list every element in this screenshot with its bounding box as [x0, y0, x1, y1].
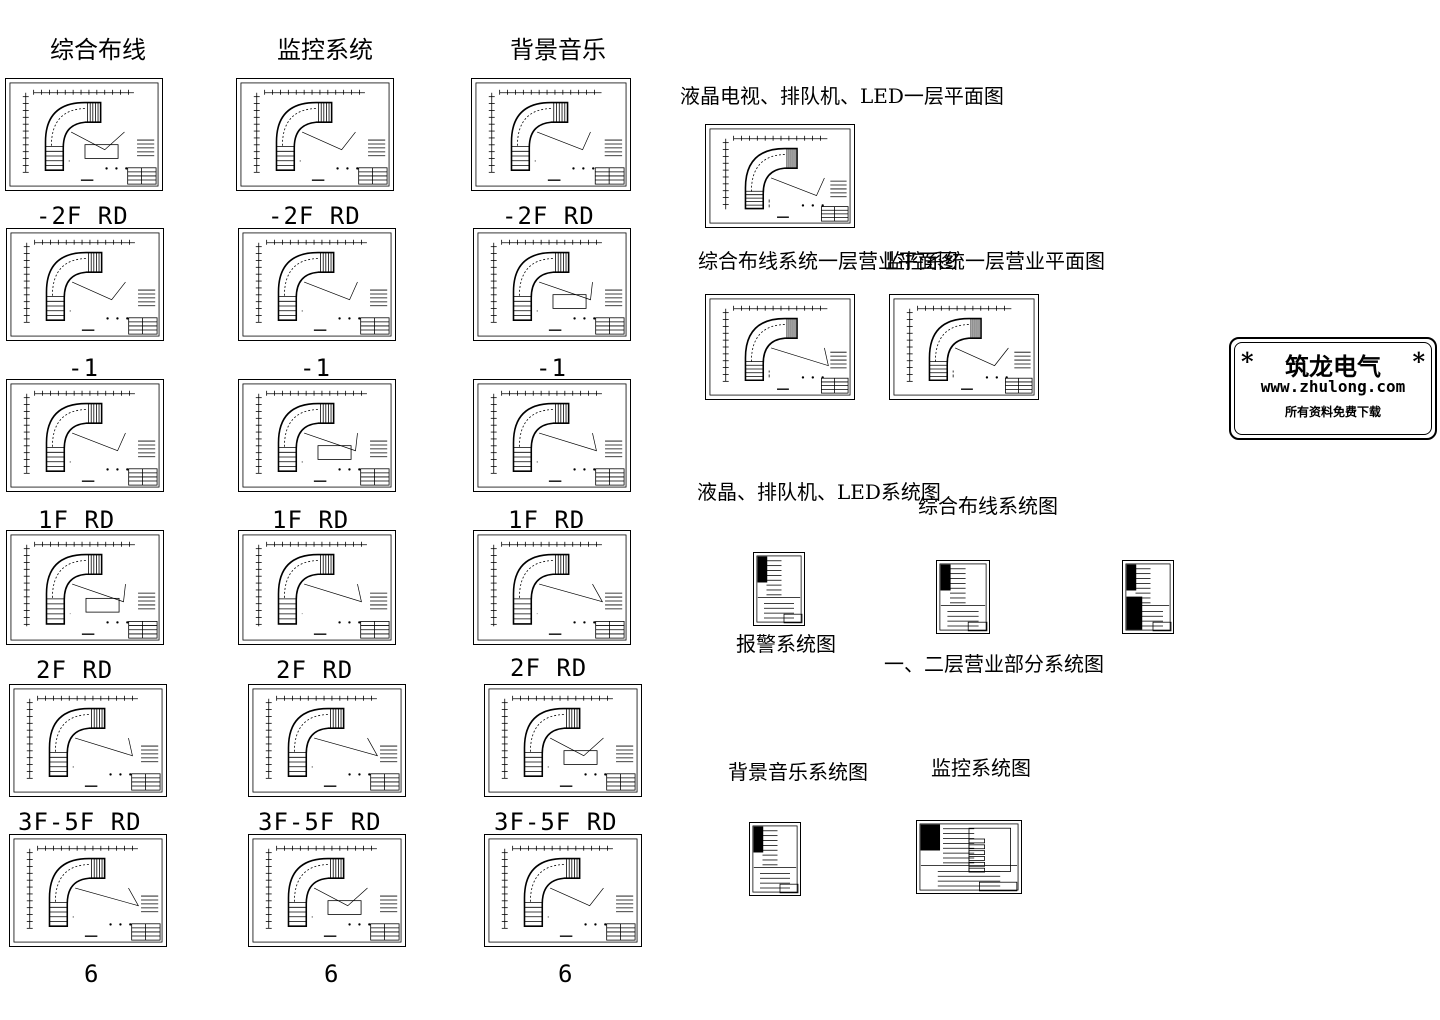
floor-plan-sheet	[471, 78, 631, 191]
floor-plan-sheet	[705, 294, 855, 400]
floor-plan-sheet	[248, 834, 406, 947]
floor-plan-sheet	[473, 530, 631, 645]
col2-floor-label: 1F RD	[272, 506, 350, 534]
col3-floor-label: 2F RD	[510, 654, 588, 682]
col1-header: 综合布线	[50, 36, 146, 64]
col3-floor-label: 1F RD	[508, 506, 586, 534]
zhulong-watermark-stamp: * 筑龙电气 * www.zhulong.com 所有资料免费下载	[1229, 337, 1437, 440]
floor-plan-sheet	[238, 530, 396, 645]
col2-floor-label: 2F RD	[276, 656, 354, 684]
floor-plan-sheet	[238, 228, 396, 341]
col3-count: 6	[558, 960, 574, 988]
floor-plan-sheet	[248, 684, 406, 797]
floor-plan-sheet	[473, 228, 631, 341]
stamp-title-row: * 筑龙电气 *	[1231, 347, 1435, 382]
floor-plan-sheet	[5, 78, 163, 191]
col1-floor-label: 1F RD	[38, 506, 116, 534]
monitor-plan-label: 监控系统一层营业平面图	[885, 249, 1105, 273]
col2-floor-label: -2F RD	[268, 202, 361, 230]
system-diagram-sheet	[936, 560, 990, 634]
music-system-label: 背景音乐系统图	[728, 760, 868, 784]
floor-plan-sheet	[484, 834, 642, 947]
col3-header: 背景音乐	[510, 36, 606, 64]
star-icon: *	[1241, 347, 1254, 376]
floor-plan-sheet	[6, 379, 164, 492]
stamp-url: www.zhulong.com	[1260, 377, 1406, 396]
cabling-plan-label: 综合布线系统一层营业平面图	[698, 249, 958, 273]
floor-plan-sheet	[9, 684, 167, 797]
system-diagram-sheet	[1122, 560, 1174, 634]
col2-header: 监控系统	[277, 36, 373, 64]
star-icon: *	[1412, 347, 1425, 376]
floor-plan-sheet	[484, 684, 642, 797]
system-diagram-sheet	[916, 820, 1022, 894]
floor-plan-sheet	[238, 379, 396, 492]
floor-plan-sheet	[6, 228, 164, 341]
lcd-system-label: 液晶、排队机、LED系统图	[697, 480, 941, 504]
alarm-system-label: 报警系统图	[736, 632, 836, 656]
lcd-plan-label: 液晶电视、排队机、LED一层平面图	[680, 84, 1004, 108]
floor-plan-sheet	[9, 834, 167, 947]
floor-plan-sheet	[889, 294, 1039, 400]
col3-floor-label: -2F RD	[502, 202, 595, 230]
floor-plan-sheet	[236, 78, 394, 191]
floor12-system-label: 一、二层营业部分系统图	[884, 652, 1104, 676]
col1-floor-label: -1	[68, 354, 99, 382]
floor-plan-sheet	[473, 379, 631, 492]
system-diagram-sheet	[749, 822, 801, 896]
stamp-title: 筑龙电气	[1285, 352, 1381, 381]
col1-floor-label: -2F RD	[36, 202, 129, 230]
floor-plan-sheet	[6, 530, 164, 645]
floor-plan-sheet	[705, 124, 855, 228]
col1-floor-label: 2F RD	[36, 656, 114, 684]
cabling-system-label: 综合布线系统图	[918, 494, 1058, 518]
col3-floor-label: -1	[536, 354, 567, 382]
col3-floor-label: 3F-5F RD	[494, 808, 618, 836]
col1-count: 6	[84, 960, 100, 988]
system-diagram-sheet	[753, 552, 805, 626]
col2-floor-label: -1	[300, 354, 331, 382]
stamp-note: 所有资料免费下载	[1284, 405, 1381, 419]
col2-floor-label: 3F-5F RD	[258, 808, 382, 836]
col2-count: 6	[324, 960, 340, 988]
monitor-system-label: 监控系统图	[931, 756, 1031, 780]
col1-floor-label: 3F-5F RD	[18, 808, 142, 836]
